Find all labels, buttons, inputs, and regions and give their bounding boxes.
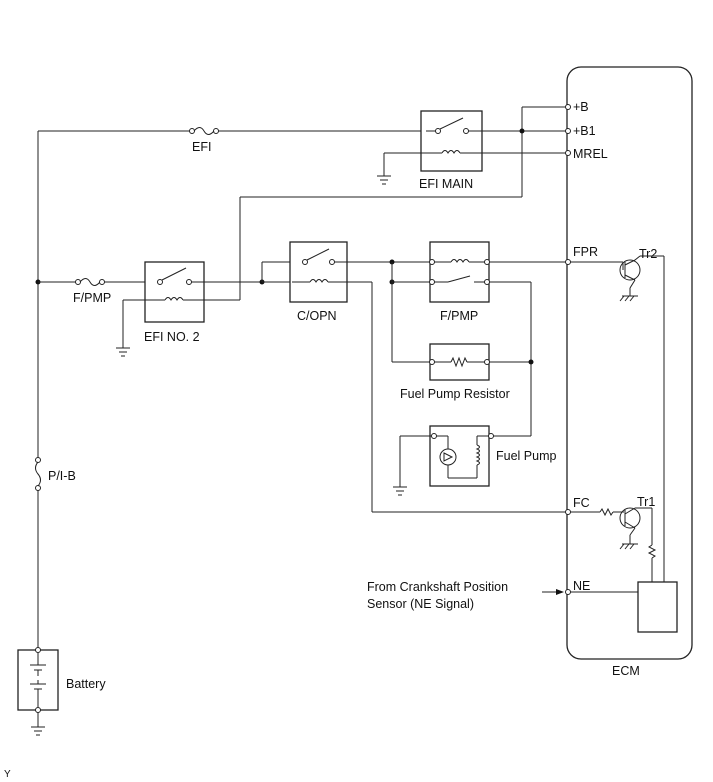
terminal-label-fc: FC: [573, 496, 590, 510]
tr1-transistor: [570, 507, 657, 582]
efi-fuse-label: EFI: [192, 140, 211, 154]
junction-dot: [528, 359, 534, 365]
fpmp-relay-label: F/PMP: [440, 309, 478, 323]
terminal-label-b: +B: [573, 100, 589, 114]
terminal-mrel: [565, 150, 571, 156]
battery-ground: [31, 712, 45, 736]
fuel-pump-resistor-internals: [392, 356, 531, 368]
efi-fuse: [189, 127, 219, 135]
main-bus-wire: [37, 130, 426, 650]
efi-no2-relay-label: EFI NO. 2: [144, 330, 200, 344]
terminal-fpr: [565, 259, 571, 265]
efi-main-relay-label: EFI MAIN: [419, 177, 473, 191]
terminal-ne: [565, 589, 571, 595]
fpmp-fuse: [38, 278, 146, 286]
fpmp-fuse-label: F/PMP: [73, 291, 111, 305]
corner-mark: Y: [4, 769, 11, 780]
fuel-pump-ground: [393, 435, 432, 496]
plus-b-wire: [204, 106, 568, 301]
c-opn-relay: [289, 241, 348, 303]
fpr-wire: [489, 261, 568, 436]
terminal-label-ne: NE: [573, 579, 590, 593]
terminal-label-mrel: MREL: [573, 147, 608, 161]
terminal-plus-b: [565, 104, 571, 110]
ecm-label: ECM: [612, 664, 640, 678]
fuel-pump: [429, 425, 490, 487]
efi-no2-ground: [116, 300, 130, 357]
tr2-transistor: [570, 255, 665, 582]
fuel-pump-resistor-label: Fuel Pump Resistor: [400, 387, 510, 401]
pib-fuse-label: P/I-B: [48, 469, 76, 483]
efi-no2-relay: [144, 261, 205, 323]
c-opn-relay-internals: [292, 248, 432, 283]
efi-main-ground: [377, 152, 426, 185]
c-opn-relay-label: C/OPN: [297, 309, 337, 323]
pib-fusible-link: [35, 457, 41, 491]
terminal-plus-b1: [565, 128, 571, 134]
ne-signal-arrow: [542, 589, 564, 595]
tr2-label: Tr2: [639, 247, 657, 261]
efi-main-relay: [420, 110, 483, 172]
ne-source-text-line1: From Crankshaft Position: [367, 580, 508, 594]
ecm-cpu-block: [637, 581, 678, 633]
efi-main-relay-internals: [426, 117, 568, 154]
tr1-label: Tr1: [637, 495, 655, 509]
battery-label: Battery: [66, 677, 106, 691]
terminal-fc: [565, 509, 571, 515]
ne-source-text-line2: Sensor (NE Signal): [367, 597, 474, 611]
ecm-box: [566, 66, 693, 660]
fc-wire: [371, 282, 568, 513]
fpmp-relay: [429, 241, 490, 303]
fuel-pump-label: Fuel Pump: [496, 449, 556, 463]
terminal-label-fpr: FPR: [573, 245, 598, 259]
fuel-pump-internals: [431, 433, 494, 479]
fpmp-relay-internals: [429, 259, 490, 285]
terminal-label-b1: +B1: [573, 124, 596, 138]
junction-dot: [519, 128, 525, 134]
copn-feed-wire: [261, 261, 292, 283]
efi-no2-relay-internals: [123, 267, 262, 301]
